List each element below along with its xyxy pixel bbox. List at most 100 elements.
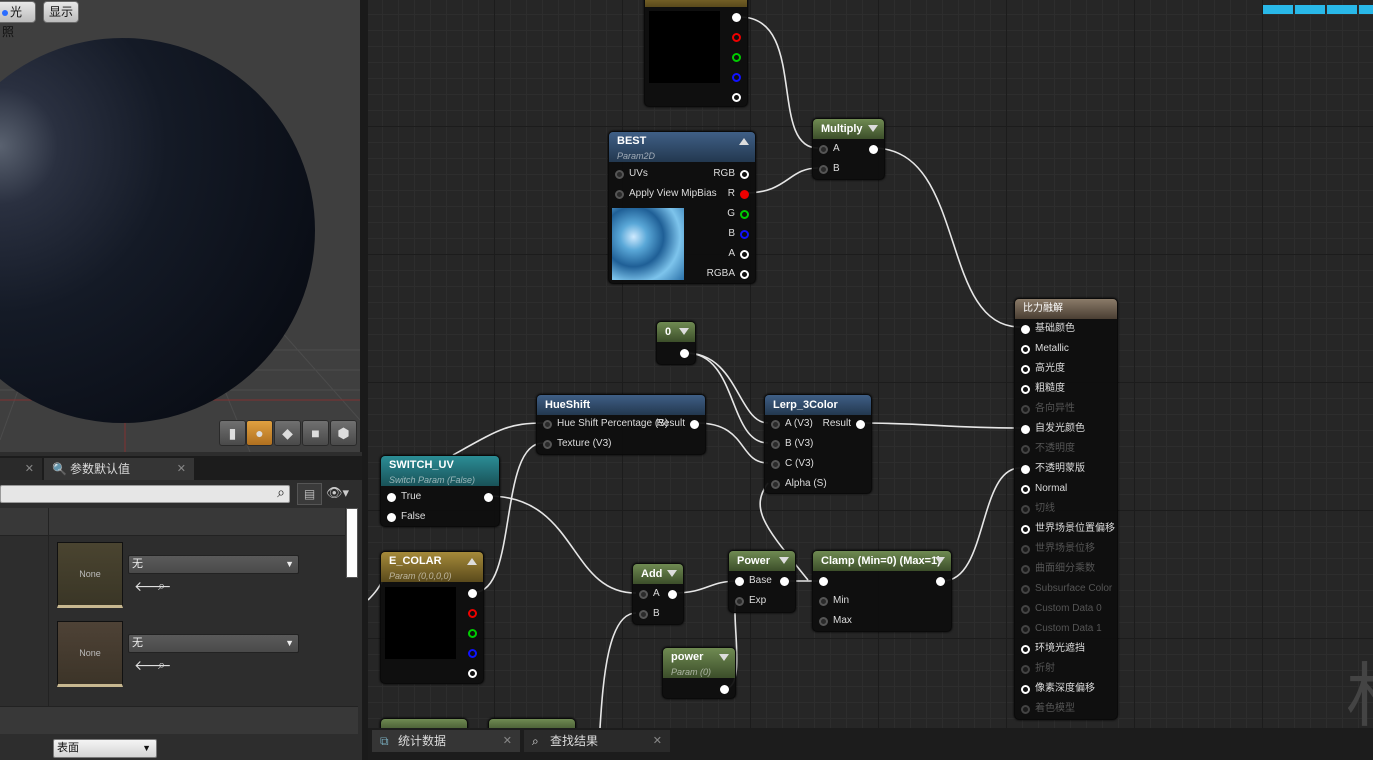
output-pin[interactable] xyxy=(463,583,477,603)
input-pin-opacity[interactable]: 不透明度 xyxy=(1021,439,1075,459)
input-pin-false[interactable]: False xyxy=(387,507,425,527)
input-pin-pixel-depth-offset[interactable]: 像素深度偏移 xyxy=(1021,679,1095,699)
input-pin-custom-data-0[interactable]: Custom Data 0 xyxy=(1021,599,1102,619)
input-pin-min[interactable]: Min xyxy=(819,591,849,611)
input-pin-a[interactable]: A (V3) xyxy=(771,414,813,434)
search-input[interactable]: ⌕ xyxy=(0,484,290,503)
node-partial[interactable] xyxy=(488,718,576,728)
input-pin-exp[interactable]: Exp xyxy=(735,591,766,611)
collapse-icon[interactable] xyxy=(667,570,677,577)
surface-select[interactable]: 表面▼ xyxy=(53,739,157,758)
texture-dropdown[interactable]: 无▼ xyxy=(128,555,299,574)
collapse-icon[interactable] xyxy=(719,654,729,661)
cylinder-preview-icon[interactable]: ▮ xyxy=(219,420,246,446)
texture-thumbnail[interactable]: None xyxy=(57,621,123,687)
collapse-icon[interactable] xyxy=(679,328,689,335)
input-pin-max[interactable]: Max xyxy=(819,611,852,631)
close-icon[interactable]: ✕ xyxy=(502,735,512,747)
texture-thumbnail[interactable]: None xyxy=(57,542,123,608)
input-pin-ambient-occlusion[interactable]: 环境光遮挡 xyxy=(1021,639,1085,659)
collapse-icon[interactable] xyxy=(935,557,945,564)
texture-dropdown[interactable]: 无▼ xyxy=(128,634,299,653)
output-pin[interactable] xyxy=(775,571,789,591)
output-pin[interactable] xyxy=(931,571,945,591)
output-pin-r[interactable] xyxy=(727,27,741,47)
splitter[interactable] xyxy=(360,0,368,760)
output-pin[interactable] xyxy=(675,343,689,363)
use-selected-arrow-icon[interactable]: 🡐 xyxy=(134,657,172,673)
scrollbar-thumb[interactable] xyxy=(346,508,358,578)
input-pin-mipbias[interactable]: Apply View MipBias xyxy=(615,184,717,204)
visibility-eye-icon[interactable]: 👁▾ xyxy=(326,485,350,500)
close-icon[interactable]: ✕ xyxy=(24,463,34,475)
tab-statistics[interactable]: ⧉ 统计数据 ✕ xyxy=(372,730,520,752)
preview-viewport[interactable]: 光照 显示 ▮ ● ◆ ■ ⬢ xyxy=(0,0,360,452)
collapse-icon[interactable] xyxy=(868,125,878,132)
input-pin-emissive[interactable]: 自发光颜色 xyxy=(1021,419,1085,439)
output-pin-rgb[interactable]: RGB xyxy=(713,164,749,184)
output-pin-result[interactable]: Result xyxy=(823,414,865,434)
node-power[interactable]: Power Base Exp xyxy=(728,550,796,613)
node-param-top[interactable] xyxy=(644,0,748,107)
input-pin-world-position-offset[interactable]: 世界场景位置偏移 xyxy=(1021,519,1115,539)
browse-search-icon[interactable]: ⌕ xyxy=(158,657,166,672)
material-graph-canvas[interactable]: ▬▬▬▬ 材 xyxy=(368,0,1373,728)
list-view-icon[interactable]: ▤ xyxy=(297,483,322,505)
plane-preview-icon[interactable]: ◆ xyxy=(274,420,301,446)
input-pin-base[interactable]: Base xyxy=(735,571,772,591)
output-pin-b[interactable] xyxy=(727,67,741,87)
collapse-icon[interactable] xyxy=(779,557,789,564)
output-pin-g[interactable]: G xyxy=(727,204,749,224)
tab-parameter-defaults[interactable]: 🔍 参数默认值 ✕ xyxy=(44,458,194,480)
input-pin-c[interactable]: C (V3) xyxy=(771,454,814,474)
input-pin-a[interactable]: A xyxy=(639,584,660,604)
input-pin-world-displacement[interactable]: 世界场景位移 xyxy=(1021,539,1095,559)
show-button[interactable]: 显示 xyxy=(43,1,80,23)
output-pin[interactable] xyxy=(727,7,741,27)
output-pin-b[interactable]: B xyxy=(728,224,749,244)
input-pin[interactable] xyxy=(819,571,833,591)
output-pin-r[interactable] xyxy=(463,603,477,623)
node-lerp-3color[interactable]: Lerp_3Color A (V3) B (V3) C (V3) Alpha (… xyxy=(764,394,872,494)
output-pin-result[interactable]: Result xyxy=(657,414,699,434)
node-add[interactable]: Add A B xyxy=(632,563,684,625)
input-pin-true[interactable]: True xyxy=(387,487,421,507)
input-pin-custom-data-1[interactable]: Custom Data 1 xyxy=(1021,619,1102,639)
node-multiply[interactable]: Multiply A B xyxy=(812,118,885,180)
output-pin[interactable] xyxy=(715,679,729,699)
input-pin-opacity-mask[interactable]: 不透明蒙版 xyxy=(1021,459,1085,479)
input-pin-subsurface-color[interactable]: Subsurface Color xyxy=(1021,579,1112,599)
output-pin[interactable] xyxy=(663,584,677,604)
output-pin-b[interactable] xyxy=(463,643,477,663)
close-icon[interactable]: ✕ xyxy=(176,463,186,475)
tab-previous[interactable]: ✕ xyxy=(0,458,42,480)
input-pin-b[interactable]: B xyxy=(819,159,840,179)
input-pin-alpha[interactable]: Alpha (S) xyxy=(771,474,827,494)
close-icon[interactable]: ✕ xyxy=(652,735,662,747)
output-pin-a[interactable] xyxy=(463,663,477,683)
input-pin-b[interactable]: B xyxy=(639,604,660,624)
node-hueshift[interactable]: HueShift Hue Shift Percentage (S) Textur… xyxy=(536,394,706,455)
input-pin-base-color[interactable]: 基础颜色 xyxy=(1021,319,1075,339)
collapse-icon[interactable] xyxy=(467,558,477,565)
output-pin[interactable] xyxy=(864,139,878,159)
input-pin-metallic[interactable]: Metallic xyxy=(1021,339,1069,359)
use-selected-arrow-icon[interactable]: 🡐 xyxy=(134,578,172,594)
output-pin-rgba[interactable]: RGBA xyxy=(707,264,749,284)
node-partial[interactable] xyxy=(380,718,468,728)
output-pin[interactable] xyxy=(479,487,493,507)
input-pin-a[interactable]: A xyxy=(819,139,840,159)
input-pin-tessellation[interactable]: 曲面细分乘数 xyxy=(1021,559,1095,579)
input-pin-texture[interactable]: Texture (V3) xyxy=(543,434,611,454)
input-pin-refraction[interactable]: 折射 xyxy=(1021,659,1055,679)
input-pin-normal[interactable]: Normal xyxy=(1021,479,1067,499)
node-constant-zero[interactable]: 0 xyxy=(656,321,696,365)
browse-search-icon[interactable]: ⌕ xyxy=(158,578,166,593)
input-pin-tangent[interactable]: 切线 xyxy=(1021,499,1055,519)
custom-mesh-icon[interactable]: ⬢ xyxy=(330,420,357,446)
output-pin-a[interactable] xyxy=(727,87,741,107)
